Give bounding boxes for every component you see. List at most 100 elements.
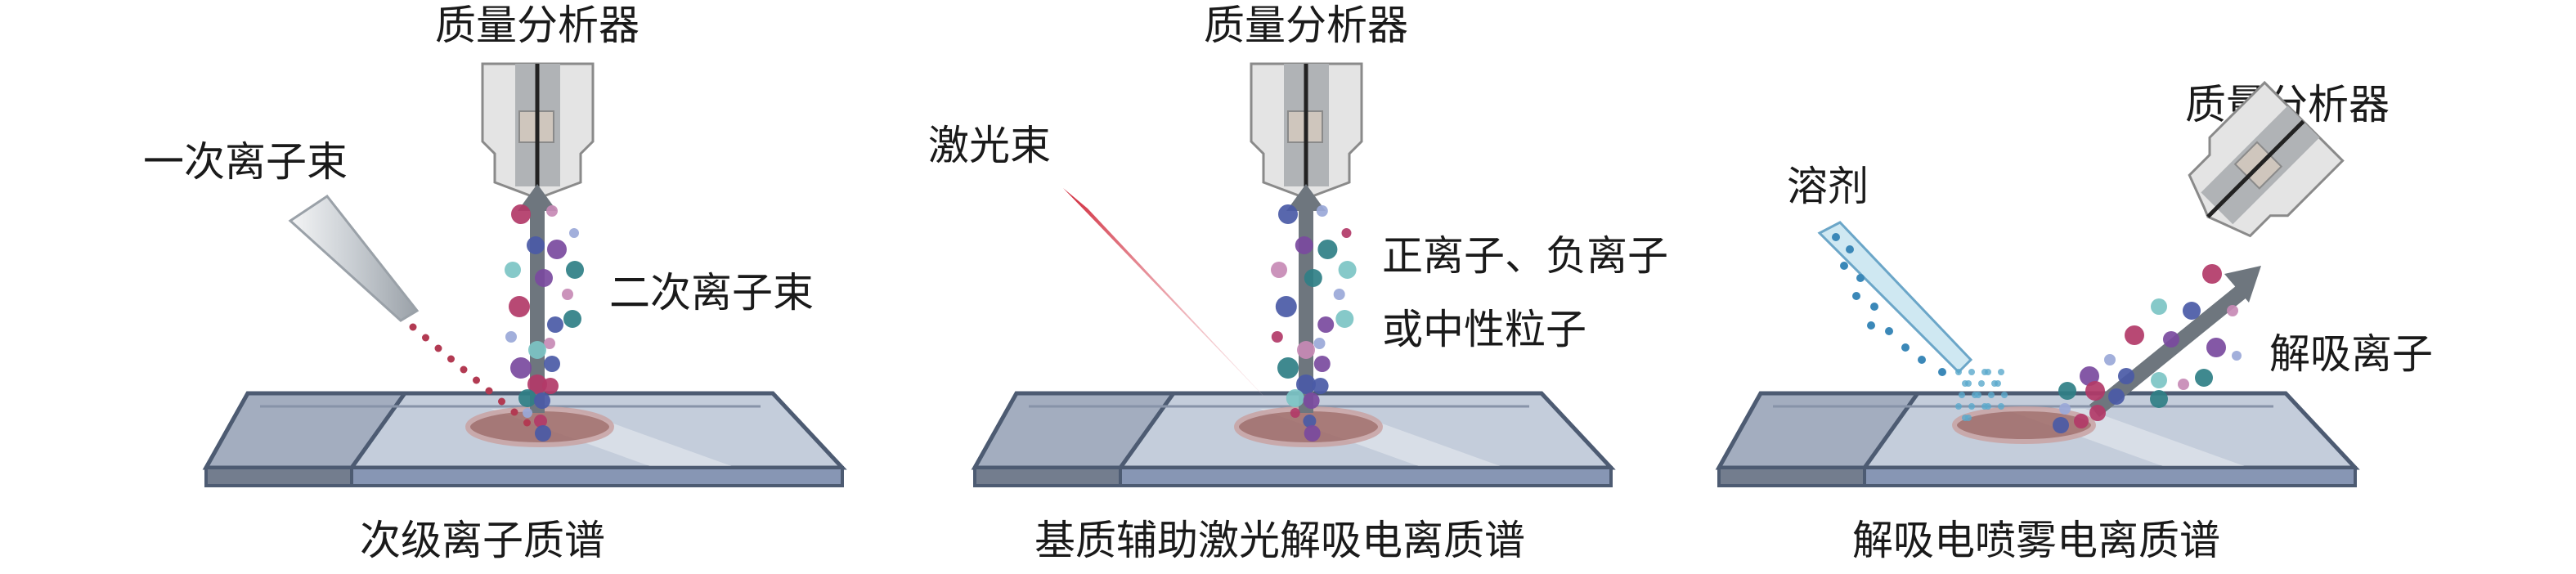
solvent-droplets xyxy=(1832,233,2008,421)
ion-particle xyxy=(2178,379,2189,390)
analyzer-label: 质量分析器 xyxy=(435,2,640,49)
solvent-droplet xyxy=(1968,369,1975,375)
ion-particle xyxy=(510,357,532,379)
secondary-ions xyxy=(505,204,584,442)
solvent-droplet xyxy=(1985,369,1991,375)
ion-particle xyxy=(1317,240,1338,259)
solvent-droplet xyxy=(1968,403,1975,410)
ion-particle xyxy=(2232,351,2242,361)
solvent-droplet xyxy=(1995,380,2001,387)
up-arrow-icon xyxy=(1286,184,1326,413)
ion-particle xyxy=(2074,414,2089,428)
ion-particle xyxy=(535,269,553,287)
secondary-ion-beam-label: 二次离子束 xyxy=(609,269,814,316)
primary-ion-dot xyxy=(460,365,468,374)
ion-particle xyxy=(535,425,551,442)
primary-ion-dot xyxy=(523,419,531,427)
solvent-droplet xyxy=(1846,245,1854,253)
desorbed-ions xyxy=(2053,264,2242,433)
desorbed-particles xyxy=(1271,204,1357,442)
primary-ion-dot xyxy=(447,355,455,363)
mass-analyzer-icon xyxy=(1251,64,1362,199)
ion-particle xyxy=(1304,269,1322,287)
panel-desi: 质量分析器 溶剂 解吸离子 解吸电喷雾电离质谱 xyxy=(1719,81,2433,564)
ion-particle xyxy=(523,408,532,418)
ion-particle xyxy=(2151,298,2167,315)
ion-particle xyxy=(1316,205,1328,217)
ion-particle xyxy=(2163,331,2179,348)
solvent-droplet xyxy=(1867,321,1875,330)
ion-particle xyxy=(518,389,536,407)
ions-label-line2: 或中性粒子 xyxy=(1382,306,1586,353)
ion-particle xyxy=(527,236,545,254)
solvent-droplet xyxy=(1938,368,1946,376)
primary-ion-dot xyxy=(498,397,505,406)
ions-label-line1: 正离子、负离子 xyxy=(1382,232,1668,280)
solvent-droplet xyxy=(1965,415,1972,421)
ion-particle xyxy=(2227,305,2238,316)
ion-particle xyxy=(528,341,546,359)
ion-particle xyxy=(2151,372,2167,388)
primary-ion-beam-label: 一次离子束 xyxy=(143,138,348,186)
laser-beam-icon xyxy=(1063,188,1276,409)
ion-particle xyxy=(2058,382,2076,400)
ion-particle xyxy=(1303,415,1317,428)
solvent-droplet xyxy=(2001,392,2008,398)
ion-particle xyxy=(1312,378,1329,394)
ion-particle xyxy=(1297,341,1315,359)
ion-particle xyxy=(527,374,547,394)
solvent-droplet xyxy=(1985,403,1991,410)
solvent-droplet xyxy=(1998,369,2004,375)
up-arrow-icon xyxy=(518,184,557,413)
solvent-droplet xyxy=(1998,403,2004,410)
ion-particle xyxy=(2183,302,2201,320)
ion-particle xyxy=(1303,392,1320,409)
ion-particle xyxy=(509,296,530,317)
solvent-droplet xyxy=(1852,292,1860,300)
ion-particle xyxy=(1295,236,1313,254)
ion-particle xyxy=(505,262,521,278)
ion-particle xyxy=(1317,316,1335,333)
primary-ion-dot xyxy=(510,408,518,416)
solvent-sprayer-icon xyxy=(1817,221,1973,374)
ion-particle xyxy=(1271,331,1283,343)
ion-particle xyxy=(1275,296,1297,317)
ion-particle xyxy=(547,240,567,259)
solvent-droplet xyxy=(1885,327,1893,335)
ion-particle xyxy=(569,228,579,238)
panel-maldi: 质量分析器 激光束 正离子、负离子 或中性粒子 基质辅助激光解吸电离质谱 xyxy=(928,2,1668,564)
solvent-droplet xyxy=(1988,392,1995,398)
ion-particle xyxy=(547,316,563,333)
solvent-droplet xyxy=(1856,274,1865,282)
solvent-droplet xyxy=(1959,392,1965,398)
ion-particle xyxy=(505,331,517,343)
laser-beam-label: 激光束 xyxy=(928,122,1051,169)
ion-particle xyxy=(2206,338,2226,357)
panel-sims: 质量分析器 一次离子束 二次离子束 次级离子质谱 xyxy=(143,2,842,564)
primary-ion-dot xyxy=(409,323,417,331)
ion-particle xyxy=(2150,390,2168,408)
ion-particle xyxy=(562,289,573,300)
primary-ion-dots xyxy=(409,323,531,427)
ion-particle xyxy=(563,310,581,328)
ion-particle xyxy=(2202,264,2222,284)
ion-particle xyxy=(2118,368,2134,384)
ion-particle xyxy=(2059,403,2071,415)
ion-particle xyxy=(1304,425,1321,442)
solvent-droplet xyxy=(1870,303,1878,311)
sample-spot xyxy=(1952,406,2096,444)
solvent-droplet xyxy=(1955,403,1962,410)
ion-particle xyxy=(1338,261,1357,279)
solvent-droplet xyxy=(1840,262,1848,270)
solvent-droplet xyxy=(1918,356,1926,364)
solvent-droplet xyxy=(1965,380,1972,387)
ion-particle xyxy=(1286,389,1304,407)
ion-particle xyxy=(2104,354,2116,365)
ion-particle xyxy=(1290,408,1300,418)
ion-particle xyxy=(2080,366,2099,386)
ion-particle xyxy=(2125,325,2144,345)
solvent-droplet xyxy=(1978,380,1985,387)
primary-ion-dot xyxy=(422,334,429,342)
mass-analyzer-icon xyxy=(482,64,593,199)
